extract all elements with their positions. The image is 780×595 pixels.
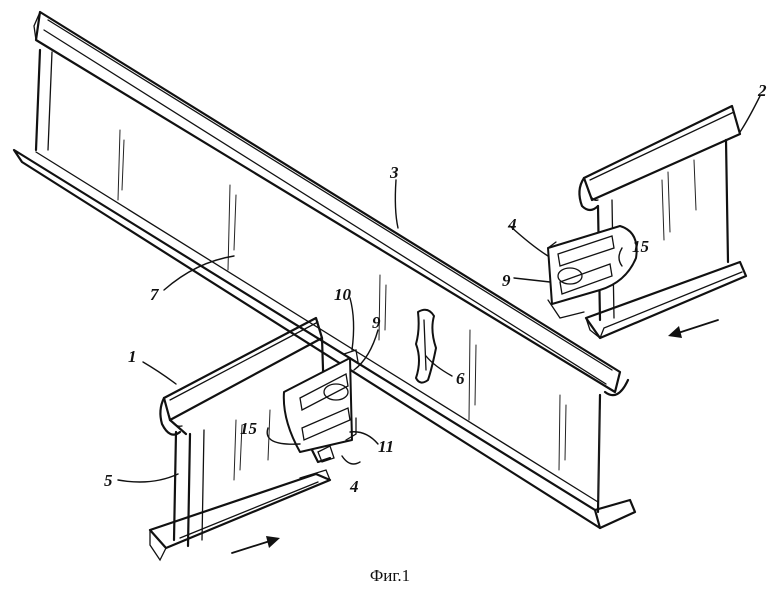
figure-caption: Фиг.1 — [369, 566, 411, 585]
cross-profile-1 — [148, 316, 332, 562]
connector-4-left — [282, 349, 359, 463]
label-4-upper: 4 — [507, 215, 517, 234]
label-7: 7 — [150, 285, 160, 304]
label-6: 6 — [456, 369, 465, 388]
label-9-upper: 9 — [502, 271, 511, 290]
slot-6 — [415, 308, 437, 384]
label-2: 2 — [757, 81, 767, 100]
cross-profile-2 — [578, 104, 748, 340]
label-11: 11 — [378, 437, 394, 456]
label-5: 5 — [104, 471, 113, 490]
label-15-upper: 15 — [632, 237, 650, 256]
direction-arrows — [231, 319, 719, 554]
connector-4-right — [547, 225, 638, 319]
label-3: 3 — [389, 163, 399, 182]
callout-labels: 1 2 3 4 4 5 6 7 9 9 10 11 15 15 — [104, 81, 767, 496]
label-10: 10 — [334, 285, 352, 304]
label-15-lower: 15 — [240, 419, 258, 438]
label-9-lower: 9 — [372, 313, 381, 332]
label-4-lower: 4 — [349, 477, 359, 496]
leader-lines — [117, 95, 761, 483]
main-profile-3 — [12, 10, 637, 530]
label-1: 1 — [128, 347, 137, 366]
